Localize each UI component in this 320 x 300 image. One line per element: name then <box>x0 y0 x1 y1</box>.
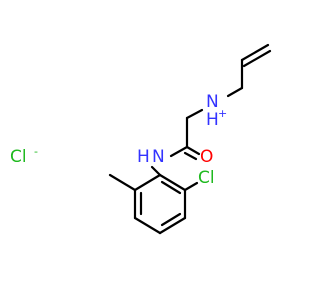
ammonium-charge: + <box>218 107 227 120</box>
chloride-ion-symbol: Cl <box>10 147 27 167</box>
bond-allyl-ch2-nh <box>226 86 244 98</box>
bond-carbonyl-double-1 <box>185 145 201 156</box>
ammonium-label: N H + <box>206 92 227 130</box>
bond-amide-n-ring <box>150 165 162 177</box>
bond-lines <box>108 43 272 235</box>
ammonium-n: N <box>206 92 219 112</box>
chemical-structure-diagram: N H + O H N Cl Cl - <box>10 43 272 235</box>
amide-nh-n: N <box>152 147 165 167</box>
amide-nh-h: H <box>137 147 150 167</box>
bond-ring-6 <box>133 173 162 192</box>
bond-nh-ch2 <box>185 108 204 120</box>
chloride-ion-label: Cl - <box>10 145 38 167</box>
bond-methyl <box>108 173 137 192</box>
bond-ring-4 <box>133 216 162 235</box>
bond-ring-3 <box>158 216 187 235</box>
carbonyl-oxygen-label: O <box>200 147 213 167</box>
amide-nh-label: H N <box>137 147 165 167</box>
bond-vinyl-double-2 <box>242 49 272 68</box>
bond-carbonyl-double-2 <box>183 151 198 161</box>
bond-ring-1 <box>158 173 187 192</box>
chloride-ion-charge: - <box>34 145 38 158</box>
bond-carbonyl-amide-n <box>169 145 189 158</box>
bond-vinyl-double-1 <box>240 43 270 62</box>
bond-ring-cl <box>183 181 199 192</box>
bond-ring-inner-2 <box>160 212 182 227</box>
ammonium-h: H <box>206 110 219 130</box>
aryl-chlorine-label: Cl <box>198 168 215 188</box>
bond-ring-inner-1 <box>160 180 182 195</box>
